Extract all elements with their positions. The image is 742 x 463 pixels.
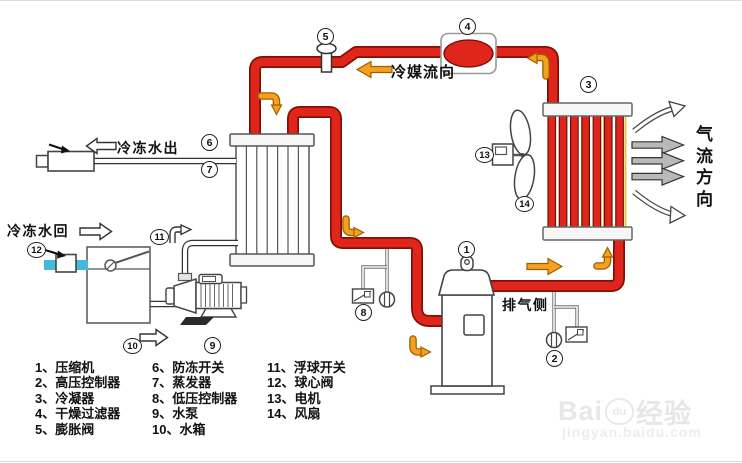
- callout-10: 10: [123, 338, 142, 354]
- top-border: [0, 0, 742, 1]
- watermark-brand-suffix: 经验: [636, 399, 693, 429]
- airflow-arrow-icon: [631, 151, 686, 171]
- airflow-char: 向: [696, 189, 713, 209]
- bottom-border: [0, 461, 742, 462]
- curved-arrow-bottom-icon: [669, 205, 687, 225]
- fan-blade-bottom: [513, 153, 536, 201]
- legend-item: 3、冷凝器: [35, 390, 95, 406]
- legend-item: 13、电机: [267, 390, 321, 406]
- callout-7: 7: [201, 161, 218, 178]
- discharge-side-label: 排气侧: [502, 297, 549, 313]
- compressor: [430, 255, 505, 395]
- watermark-brand: Bai: [558, 396, 604, 426]
- flow-arrow-right-icon: [526, 257, 564, 276]
- pump-riser-arrow-icon: [169, 223, 193, 243]
- airflow-char: 气: [696, 125, 713, 144]
- condenser: [542, 102, 633, 241]
- callout-5: 5: [317, 28, 334, 45]
- airflow-arrows: [631, 100, 687, 225]
- paw-icon: du: [605, 398, 635, 425]
- callout-1: 1: [458, 241, 475, 258]
- airflow-arrow-icon: [631, 167, 686, 186]
- refrigerant-flow-arrows: [257, 51, 614, 358]
- filter-drier: [440, 32, 497, 75]
- water-out-arrow-icon: [85, 137, 117, 155]
- legend-item: 7、蒸发器: [152, 375, 212, 391]
- legend-column-2: 6、防冻开关 7、蒸发器 8、低压控制器 9、水泵 10、水箱: [152, 360, 237, 437]
- legend-item: 6、防冻开关: [152, 360, 225, 375]
- flow-arrow-left-icon: [355, 60, 393, 79]
- water-flow-arrows: [79, 137, 169, 347]
- refrigerant-pipes: [249, 46, 625, 327]
- callout-2: 2: [546, 350, 563, 367]
- legend-item: 14、风扇: [267, 406, 321, 422]
- legend-column-3: 11、浮球开关 12、球心阀 13、电机 14、风扇: [267, 360, 346, 422]
- float-arm: [114, 250, 150, 264]
- callout-3: 3: [580, 76, 597, 93]
- legend-item: 8、低压控制器: [152, 390, 238, 406]
- callout-11: 11: [150, 229, 169, 245]
- airflow-direction-label: 气 流 方 向: [696, 124, 713, 210]
- expansion-valve: [316, 42, 337, 73]
- water-return-label: 冷冻水回: [7, 223, 69, 239]
- evaporator: [229, 133, 315, 267]
- callout-8: 8: [355, 304, 372, 321]
- callout-12: 12: [27, 242, 46, 258]
- legend-column-1: 1、压缩机 2、高压控制器 3、冷凝器 4、干燥过滤器 5、膨胀阀: [35, 360, 120, 437]
- high-pressure-controller: [545, 292, 588, 349]
- legend-item: 9、水泵: [152, 406, 199, 422]
- callout-14: 14: [515, 196, 534, 212]
- refrigerant-flow-label: 冷媒流向: [391, 64, 456, 81]
- legend-item: 12、球心阀: [267, 375, 334, 391]
- airflow-char: 流: [696, 146, 713, 166]
- airflow-arrow-icon: [631, 135, 686, 155]
- callout-4: 4: [459, 18, 476, 35]
- watermark-logo: Bai du 经验: [558, 392, 692, 431]
- callout-6: 6: [201, 134, 218, 151]
- hp-gauge: [545, 331, 563, 349]
- water-return-arrow-icon: [79, 222, 113, 241]
- watermark-url: jingyan.baidu.com: [562, 424, 702, 440]
- curved-arrow-top-icon: [667, 100, 687, 118]
- legend-item: 4、干燥过滤器: [35, 406, 121, 422]
- water-pump: [165, 273, 248, 325]
- low-pressure-controller: [351, 249, 396, 308]
- water-out-label: 冷冻水出: [117, 140, 179, 156]
- legend-item: 1、压缩机: [35, 360, 95, 375]
- water-tank: [86, 246, 151, 324]
- lp-gauge: [378, 291, 396, 308]
- fan-assembly: [491, 109, 536, 201]
- return-ball-valve: [44, 248, 88, 273]
- airflow-char: 方: [696, 168, 713, 187]
- supply-valve: [35, 143, 95, 172]
- legend-item: 2、高压控制器: [35, 375, 121, 391]
- legend-item: 10、水箱: [152, 421, 206, 437]
- callout-9: 9: [204, 337, 221, 354]
- callout-13: 13: [475, 147, 494, 163]
- tank-flow-arrow-icon: [139, 328, 169, 347]
- legend-item: 5、膨胀阀: [35, 421, 95, 437]
- legend-item: 11、浮球开关: [267, 360, 346, 375]
